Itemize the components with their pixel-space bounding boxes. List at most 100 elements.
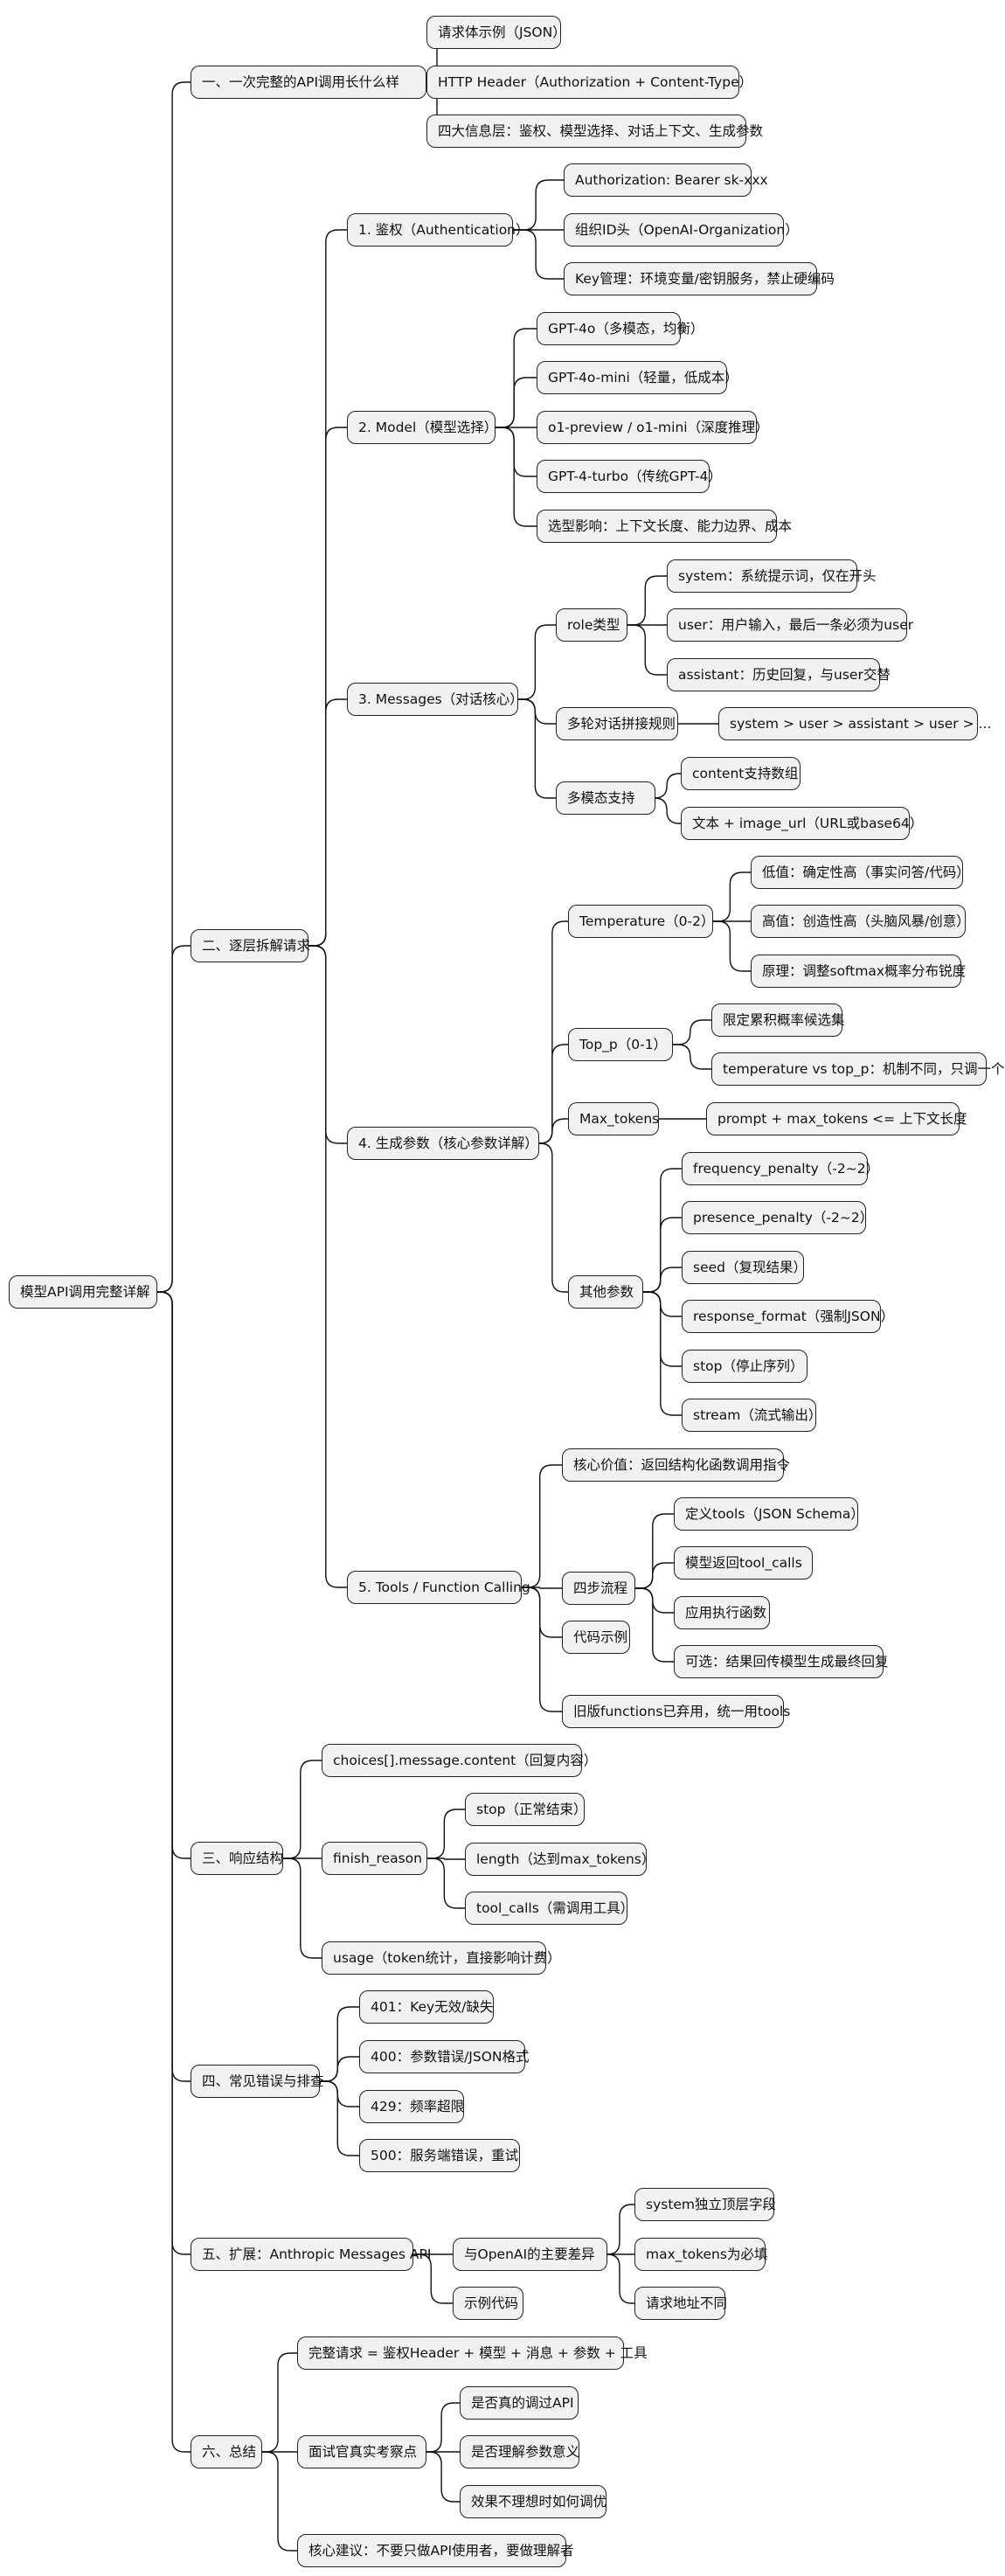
edge-model-m2: [496, 377, 537, 428]
node-f3: 应用执行函数: [674, 1596, 770, 1629]
edge-other-o5: [643, 1291, 682, 1367]
edge-s4-e1: [320, 2006, 359, 2082]
node-auth: 1. 鉴权（Authentication）: [347, 213, 530, 246]
node-auth1: Authorization: Bearer sk-xxx: [564, 163, 768, 197]
node-r2: user：用户输入，最后一条必须为user: [667, 608, 913, 642]
edge-s6-z3: [262, 2451, 297, 2552]
node-o2: presence_penalty（-2~2）: [682, 1201, 873, 1234]
edge-s2-msg: [308, 698, 347, 947]
edge-role-r1: [627, 575, 667, 626]
edge-other-o1: [643, 1168, 682, 1293]
edge-topp-p1: [673, 1019, 711, 1045]
edge-other-o6: [643, 1291, 682, 1416]
node-r1: system：系统提示词，仅在开头: [667, 559, 877, 593]
edge-msg-multi: [518, 698, 556, 725]
node-e3: 429：频率超限: [359, 2090, 464, 2123]
edge-root-s3: [157, 1291, 191, 1859]
node-t3: 原理：调整softmax概率分布锐度: [751, 955, 966, 988]
edge-temp-t3: [713, 920, 751, 972]
edge-s3-rs1: [283, 1760, 322, 1859]
node-z2: 面试官真实考察点: [297, 2435, 426, 2468]
node-m4: GPT-4-turbo（传统GPT-4）: [537, 460, 722, 493]
node-mm1: content支持数组: [681, 757, 801, 790]
node-mm2: 文本 + image_url（URL或base64）: [681, 807, 923, 840]
node-z3: 核心建议：不要只做API使用者，要做理解者: [297, 2534, 574, 2567]
node-e4: 500：服务端错误，重试: [359, 2139, 520, 2172]
node-s1c: 四大信息层：鉴权、模型选择、对话上下文、生成参数: [426, 115, 763, 148]
node-e2: 400：参数错误/JSON格式: [359, 2040, 530, 2073]
node-fr3: tool_calls（需调用工具）: [465, 1892, 634, 1925]
node-s5: 五、扩展：Anthropic Messages API: [191, 2238, 431, 2271]
edge-root-s6: [157, 1291, 191, 2453]
node-o4: response_format（强制JSON）: [682, 1300, 894, 1333]
edge-gen-other: [539, 1142, 568, 1293]
edge-gen-maxt: [539, 1118, 568, 1144]
edge-root-s4: [157, 1291, 191, 2082]
edge-root-s1: [157, 81, 191, 1293]
node-p2: temperature vs top_p：机制不同，只调一个: [711, 1052, 1005, 1086]
node-s1: 一、一次完整的API调用长什么样: [191, 66, 426, 99]
edge-an1-d1: [606, 2204, 634, 2255]
edge-role-r3: [627, 624, 667, 676]
node-auth2: 组织ID头（OpenAI-Organization）: [564, 213, 799, 246]
edge-s4-e4: [320, 2080, 359, 2156]
node-gen: 4. 生成参数（核心参数详解）: [347, 1127, 539, 1160]
edge-s2-gen: [308, 945, 347, 1144]
node-topp: Top_p（0-1）: [568, 1028, 673, 1061]
node-p1: 限定累积概率候选集: [711, 1003, 845, 1037]
node-m2: GPT-4o-mini（轻量，低成本）: [537, 361, 738, 394]
node-multi: 多轮对话拼接规则: [556, 707, 678, 740]
node-msg: 3. Messages（对话核心）: [347, 683, 523, 716]
node-other: 其他参数: [568, 1275, 643, 1309]
node-q1: 是否真的调过API: [460, 2386, 579, 2420]
edge-auth-auth3: [513, 229, 564, 280]
node-mu1: system > user > assistant > user > ...: [718, 707, 991, 740]
edge-s2-auth: [308, 229, 347, 947]
node-rs1: choices[].message.content（回复内容）: [322, 1744, 597, 1777]
node-temp: Temperature（0-2）: [568, 905, 715, 938]
node-maxt: Max_tokens: [568, 1102, 659, 1135]
edge-tools-tc1: [522, 1464, 562, 1588]
node-s1a: 请求体示例（JSON）: [426, 16, 566, 49]
edge-other-o3: [643, 1267, 682, 1293]
edge-mm-mm2: [655, 797, 681, 824]
node-x1: prompt + max_tokens <= 上下文长度: [706, 1102, 967, 1135]
node-tc4: 旧版functions已弃用，统一用tools: [562, 1695, 790, 1728]
edge-rs2-fr2: [427, 1857, 465, 1860]
node-f1: 定义tools（JSON Schema）: [674, 1497, 864, 1531]
edge-other-o2: [643, 1217, 682, 1293]
node-f2: 模型返回tool_calls: [674, 1546, 813, 1580]
edge-mm-mm1: [655, 773, 681, 799]
node-d3: 请求地址不同: [634, 2287, 727, 2320]
edge-s4-e2: [320, 2056, 359, 2082]
node-an2: 示例代码: [453, 2287, 523, 2320]
node-s1b: HTTP Header（Authorization + Content-Type…: [426, 66, 752, 99]
node-tc1: 核心价值：返回结构化函数调用指令: [562, 1448, 790, 1482]
node-tc2: 四步流程: [562, 1572, 635, 1605]
edge-gen-temp: [539, 920, 568, 1144]
edge-tools-tc2: [522, 1587, 562, 1589]
edge-s5-an2: [413, 2253, 453, 2304]
edge-tc2-f4: [635, 1587, 674, 1663]
edge-tools-tc4: [522, 1587, 562, 1712]
node-o1: frequency_penalty（-2~2）: [682, 1152, 879, 1185]
node-d1: system独立顶层字段: [634, 2188, 776, 2221]
edge-rs2-fr1: [427, 1809, 465, 1859]
node-q2: 是否理解参数意义: [460, 2435, 579, 2468]
node-s2: 二、逐层拆解请求: [191, 929, 310, 962]
edge-tc2-f1: [635, 1513, 674, 1589]
node-tc3: 代码示例: [562, 1621, 630, 1654]
node-s4: 四、常见错误与排查: [191, 2065, 324, 2098]
edge-model-m5: [496, 427, 537, 527]
edge-msg-role: [518, 624, 556, 700]
node-o6: stream（流式输出）: [682, 1399, 821, 1432]
edge-z2-q3: [426, 2451, 460, 2503]
node-rs3: usage（token统计，直接影响计费）: [322, 1941, 561, 1975]
node-auth3: Key管理：环境变量/密钥服务，禁止硬编码: [564, 262, 835, 295]
edge-tc2-f2: [635, 1562, 674, 1589]
node-fr1: stop（正常结束）: [465, 1793, 586, 1826]
edge-an1-d3: [606, 2253, 634, 2304]
node-an1: 与OpenAI的主要差异: [453, 2238, 607, 2271]
